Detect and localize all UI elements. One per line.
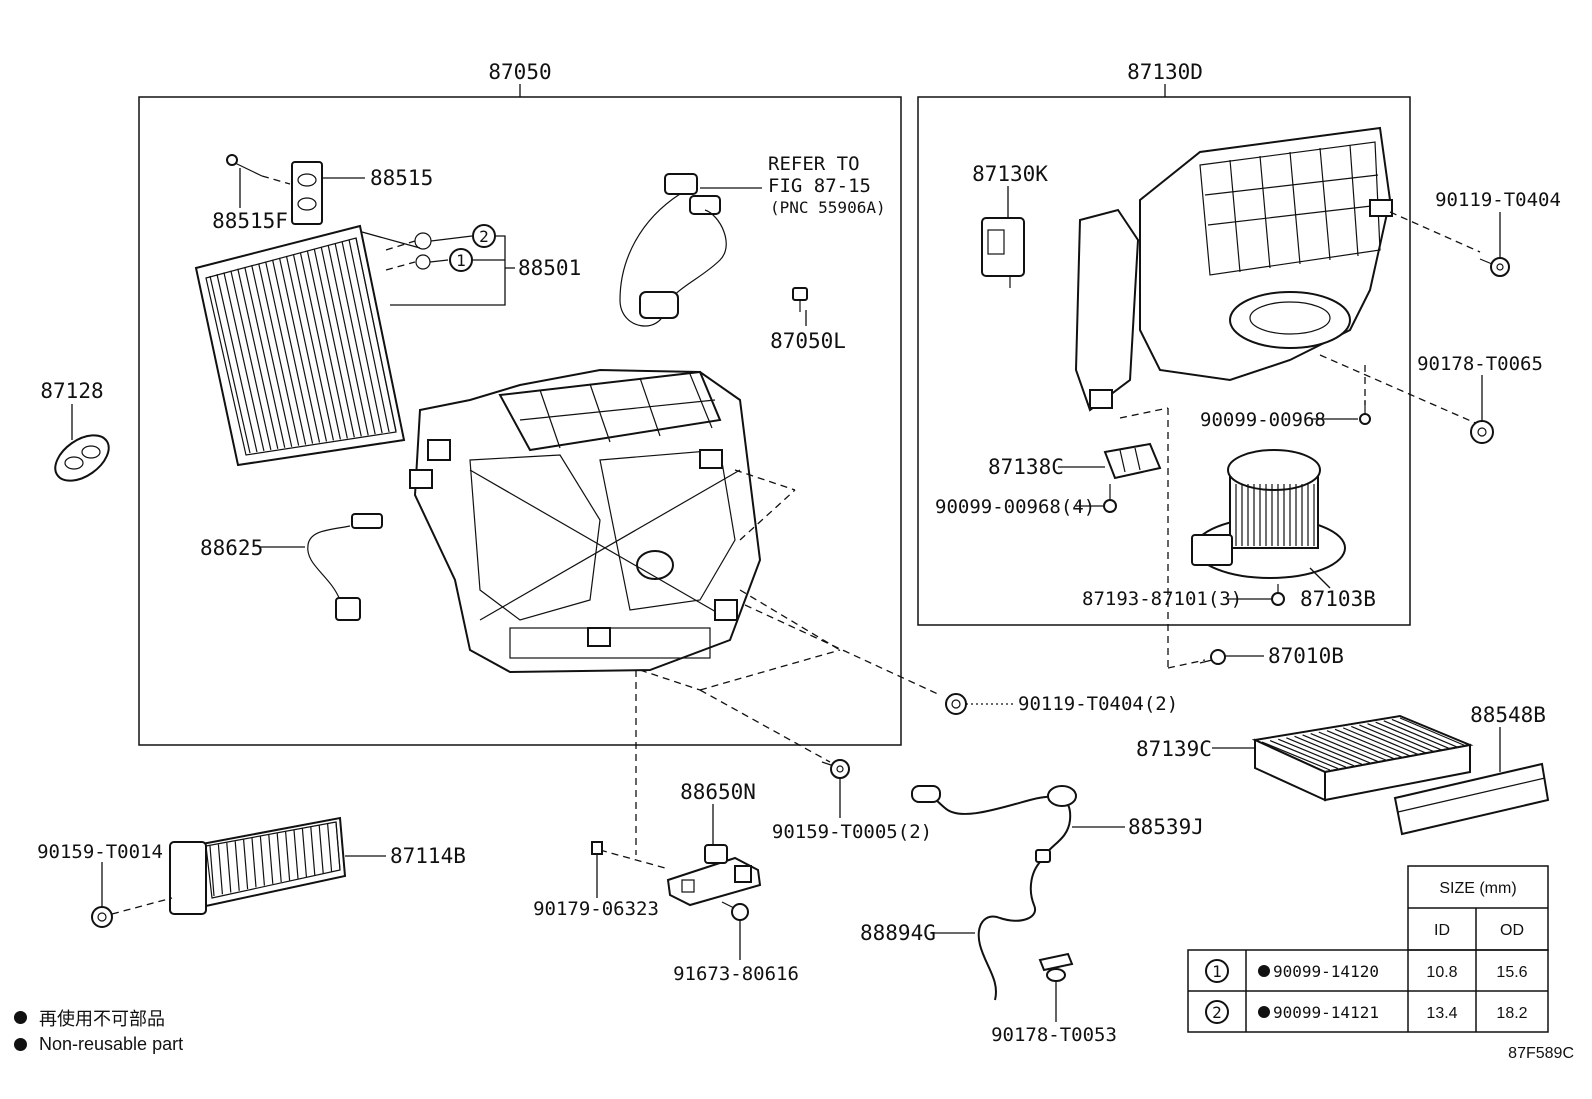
legend-en-text: Non-reusable part xyxy=(39,1034,184,1054)
sensor-88625 xyxy=(260,513,383,621)
figure-code: 87F589C xyxy=(1508,1045,1574,1062)
callout-87139C: 87139C xyxy=(1136,737,1212,761)
servo-harness xyxy=(619,173,762,327)
grommet-90178-T0053 xyxy=(1046,968,1066,1022)
expansion-valve-88515 xyxy=(291,161,365,225)
blower-motor-87103B xyxy=(1191,449,1346,589)
callout-88501: 88501 xyxy=(518,256,581,280)
legend-jp-text: 再使用不可部品 xyxy=(39,1008,165,1029)
callout-87193-87101: 87193-87101(3) xyxy=(1082,588,1242,610)
legend-en: Non-reusable part xyxy=(14,1031,183,1058)
filter-cover-88548B xyxy=(1393,727,1550,836)
callout-90099-00968-x4: 90099-00968(4) xyxy=(935,496,1095,518)
screw-87193-87101 xyxy=(1228,584,1285,606)
screw-87010B xyxy=(1199,649,1264,665)
size-col-id: ID xyxy=(1434,922,1450,939)
clip-90179-06323 xyxy=(591,841,603,898)
callout-87114B: 87114B xyxy=(390,844,466,868)
screw-90159-T0005 xyxy=(821,759,850,818)
callout-87103B: 87103B xyxy=(1300,587,1376,611)
bullet-icon xyxy=(14,1011,27,1024)
group-label-87130D: 87130D xyxy=(1127,60,1203,84)
group-box-87130D xyxy=(917,96,1411,626)
callout-88894G: 88894G xyxy=(860,921,936,945)
callout-87050L: 87050L xyxy=(770,329,846,353)
callout-88548B: 88548B xyxy=(1470,703,1546,727)
screw-91673-80616 xyxy=(721,901,749,960)
callout-90099-00968: 90099-00968 xyxy=(1200,409,1326,431)
hvac-housing xyxy=(409,368,762,674)
size-row1-od: 15.6 xyxy=(1496,964,1527,981)
callout-88650N: 88650N xyxy=(680,780,756,804)
grommet-87128 xyxy=(54,404,110,482)
clip-87050L xyxy=(792,287,808,326)
callout-90178-T0053: 90178-T0053 xyxy=(991,1024,1117,1046)
screw-90099-00968-x4 xyxy=(1076,484,1117,513)
marker-1: 1 xyxy=(449,248,473,272)
callout-90179-06323: 90179-06323 xyxy=(533,898,659,920)
size-row2-id: 13.4 xyxy=(1426,1005,1457,1022)
refer-line-1: REFER TO xyxy=(768,153,860,175)
size-header: SIZE (mm) xyxy=(1439,880,1516,897)
size-row1-id: 10.8 xyxy=(1426,964,1457,981)
size-col-od: OD xyxy=(1500,922,1524,939)
callout-90159-T0005: 90159-T0005(2) xyxy=(772,821,932,843)
size-row2-part: 90099-14121 xyxy=(1273,1003,1379,1022)
callout-90178-T0065: 90178-T0065 xyxy=(1417,353,1543,375)
o-ring-set-88501 xyxy=(385,232,515,306)
cabin-filter-87139C xyxy=(1212,714,1474,802)
refer-line-3: (PNC 55906A) xyxy=(770,198,886,217)
size-row2-marker: 2 xyxy=(1212,1003,1222,1022)
bracket-88650N xyxy=(666,804,762,907)
callout-90119-T0404: 90119-T0404 xyxy=(1435,189,1561,211)
drain-hose-88894G xyxy=(932,849,1074,1001)
callout-87138C: 87138C xyxy=(988,455,1064,479)
bolt-88515F xyxy=(226,154,291,208)
size-row2-od: 18.2 xyxy=(1496,1005,1527,1022)
screw-90099-00968 xyxy=(1312,400,1371,425)
size-row1-marker: 1 xyxy=(1212,962,1222,981)
legend-jp: 再使用不可部品 xyxy=(14,1004,183,1031)
bolt-90119-T0404 xyxy=(1479,212,1510,277)
callout-87010B: 87010B xyxy=(1268,644,1344,668)
heater-core-87114B xyxy=(168,816,386,915)
callout-90119-T0404-x2: 90119-T0404(2) xyxy=(1018,693,1178,715)
callout-88515: 88515 xyxy=(370,166,433,190)
callout-91673-80616: 91673-80616 xyxy=(673,963,799,985)
refer-line-2: FIG 87-15 xyxy=(768,175,871,197)
callout-88515F: 88515F xyxy=(212,209,288,233)
bolt-90119-T0404-x2 xyxy=(945,693,1014,715)
nut-90178-T0065 xyxy=(1470,375,1494,444)
blower-housing xyxy=(1074,126,1393,412)
callout-88539J: 88539J xyxy=(1128,815,1204,839)
legend: 再使用不可部品 Non-reusable part xyxy=(14,1004,183,1058)
drain-hose-88539J xyxy=(911,785,1125,857)
group-label-87050: 87050 xyxy=(488,60,551,84)
bullet-icon xyxy=(14,1038,27,1051)
svg-text:1: 1 xyxy=(456,251,466,270)
callout-88625: 88625 xyxy=(200,536,263,560)
size-row1-part: 90099-14120 xyxy=(1273,962,1379,981)
screw-90159-T0014 xyxy=(91,862,173,928)
evaporator-core xyxy=(194,224,421,467)
callout-87128: 87128 xyxy=(40,379,103,403)
size-table: SIZE (mm) ID OD 1 90099-14120 10.8 15.6 … xyxy=(1187,865,1549,1033)
svg-text:2: 2 xyxy=(479,227,489,246)
callout-87130K: 87130K xyxy=(972,162,1048,186)
resistor-87138C xyxy=(1058,442,1162,480)
callout-90159-T0014: 90159-T0014 xyxy=(37,841,163,863)
servo-87130K xyxy=(981,186,1025,288)
marker-2: 2 xyxy=(472,224,496,248)
